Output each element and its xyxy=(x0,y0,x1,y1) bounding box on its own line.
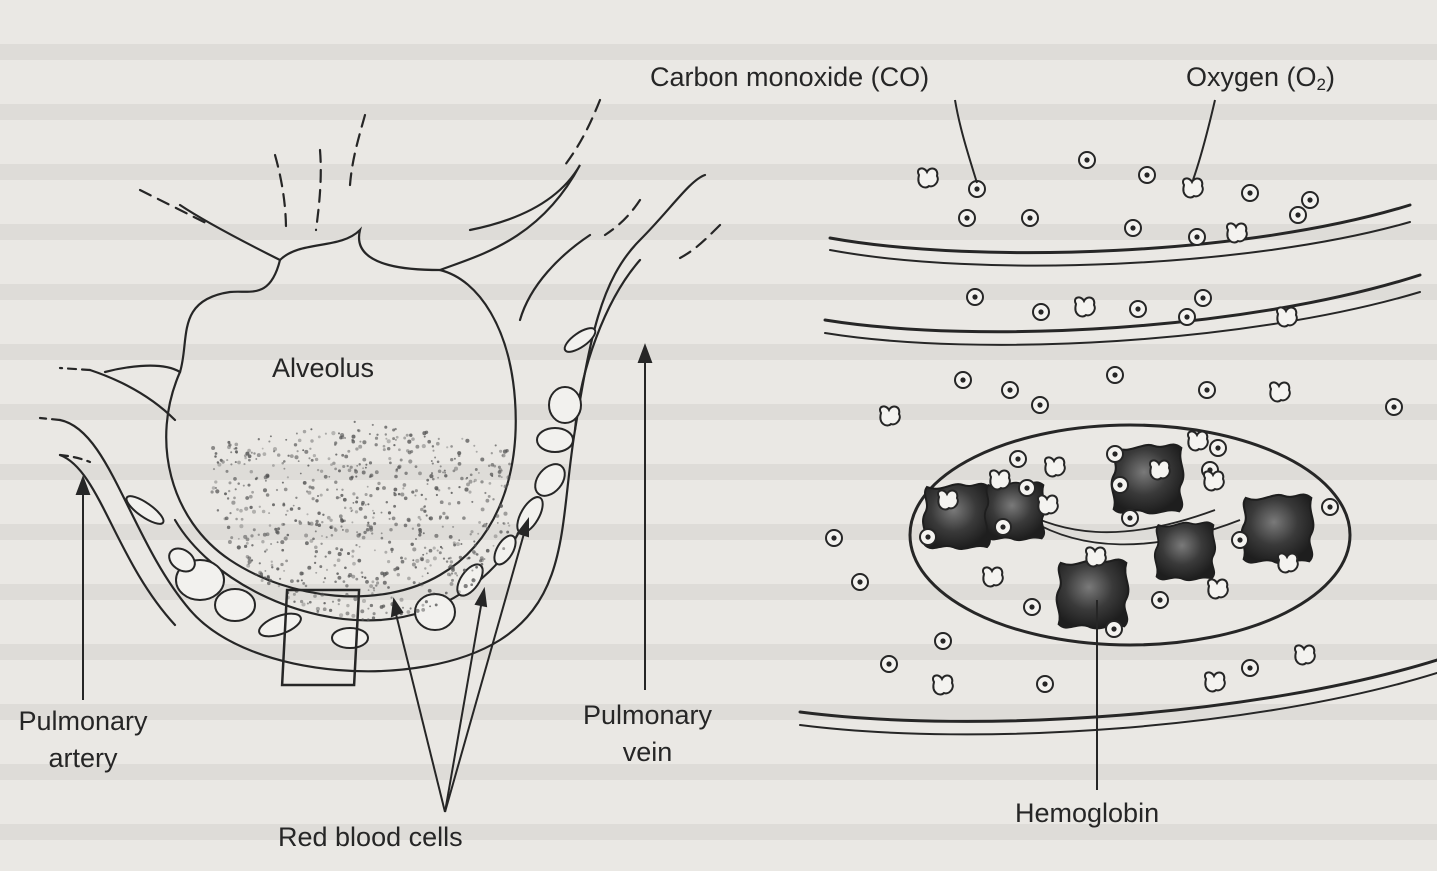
co-molecule-icon xyxy=(1037,676,1053,692)
o2-molecule-icon xyxy=(938,490,958,509)
co-molecule-icon xyxy=(1189,229,1205,245)
co-molecule-icon xyxy=(1242,660,1258,676)
hemoglobin-label: Hemoglobin xyxy=(1015,798,1159,829)
pulmonary-vein-label-line1: Pulmonary xyxy=(570,700,725,731)
co-molecule-icon xyxy=(1322,499,1338,515)
co-molecule-icon xyxy=(1019,480,1035,496)
o2-molecule-icon xyxy=(1277,307,1297,326)
o2-molecule-icon xyxy=(990,470,1010,489)
pulmonary-artery-label-line1: Pulmonary xyxy=(8,706,158,737)
capillary-outer-wall xyxy=(60,175,705,671)
co-molecule-icon xyxy=(920,529,936,545)
co-molecule-icon xyxy=(1179,309,1195,325)
co-molecule-icon xyxy=(1024,599,1040,615)
co-molecule-icon xyxy=(1139,167,1155,183)
co-molecule-icon xyxy=(969,181,985,197)
co-molecule-icon xyxy=(1199,382,1215,398)
alveolus-label: Alveolus xyxy=(272,353,374,384)
o2-molecule-icon xyxy=(1295,645,1315,664)
o2-molecule-icon xyxy=(1208,579,1228,598)
co-molecule-icon xyxy=(826,530,842,546)
o2-molecule-icon xyxy=(880,406,900,425)
co-molecule-icon xyxy=(1386,399,1402,415)
o2-molecule-icon xyxy=(1038,495,1058,514)
o2-molecule-icon xyxy=(1150,460,1170,479)
o2-molecule-icon xyxy=(1075,297,1095,316)
co-molecule-icon xyxy=(1079,152,1095,168)
co-molecule-icon xyxy=(1302,192,1318,208)
o2-molecule-icon xyxy=(918,168,938,187)
pulmonary-artery-label-line2: artery xyxy=(8,743,158,774)
co-molecule-icon xyxy=(1032,397,1048,413)
o2-molecule-icon xyxy=(1183,178,1203,197)
co-molecule-icon xyxy=(881,656,897,672)
co-molecule-icon xyxy=(852,574,868,590)
co-molecule-icon xyxy=(1210,440,1226,456)
co-molecule-icon xyxy=(1125,220,1141,236)
o2-molecule-icon xyxy=(1227,223,1247,242)
o2-molecule-icon xyxy=(983,567,1003,586)
co-molecule-icon xyxy=(1195,290,1211,306)
co-molecule-icon xyxy=(1002,382,1018,398)
co-molecule-icon xyxy=(1033,304,1049,320)
co-molecule-icon xyxy=(1112,477,1128,493)
o2-molecule-icon xyxy=(1270,382,1290,401)
co-molecule-icon xyxy=(1107,367,1123,383)
co-molecule-icon xyxy=(1242,185,1258,201)
o2-molecule-icon xyxy=(1086,547,1106,566)
hemoglobin-molecules xyxy=(923,445,1313,629)
oxygen-label-subscript: 2 xyxy=(1317,75,1326,94)
oxygen-label: Oxygen (O2) xyxy=(1186,62,1335,95)
pulmonary-vein-label-line2: vein xyxy=(570,737,725,768)
co-molecule-icon xyxy=(955,372,971,388)
co-molecule-icon xyxy=(995,519,1011,535)
o2-molecule-icon xyxy=(1278,553,1298,572)
co-molecule-icon xyxy=(1122,510,1138,526)
o2-molecule-icon xyxy=(1045,457,1065,476)
co-molecule-icon xyxy=(1130,301,1146,317)
pulmonary-vein-label: Pulmonary vein xyxy=(570,700,725,768)
co-molecule-icon xyxy=(1290,207,1306,223)
co-molecule-icon xyxy=(959,210,975,226)
o2-molecule-icon xyxy=(1188,431,1208,450)
co-molecule-icon xyxy=(1152,592,1168,608)
co-molecule-icon xyxy=(1107,446,1123,462)
red-blood-cells-label: Red blood cells xyxy=(278,822,463,853)
co-molecule-icon xyxy=(1232,532,1248,548)
co-molecule-icon xyxy=(1010,451,1026,467)
oxygen-label-prefix: Oxygen (O xyxy=(1186,62,1317,92)
o2-molecule-icon xyxy=(1205,672,1225,691)
co-molecule-icon xyxy=(967,289,983,305)
o2-molecule-icon xyxy=(933,675,953,694)
carbon-monoxide-label: Carbon monoxide (CO) xyxy=(650,62,929,93)
co-molecule-icon xyxy=(1106,621,1122,637)
oxygen-label-suffix: ) xyxy=(1326,62,1335,92)
o2-molecule-icon xyxy=(1204,471,1224,490)
co-molecule-icon xyxy=(935,633,951,649)
alveolus-group xyxy=(40,100,720,671)
pulmonary-artery-label: Pulmonary artery xyxy=(8,706,158,774)
co-molecule-icon xyxy=(1022,210,1038,226)
